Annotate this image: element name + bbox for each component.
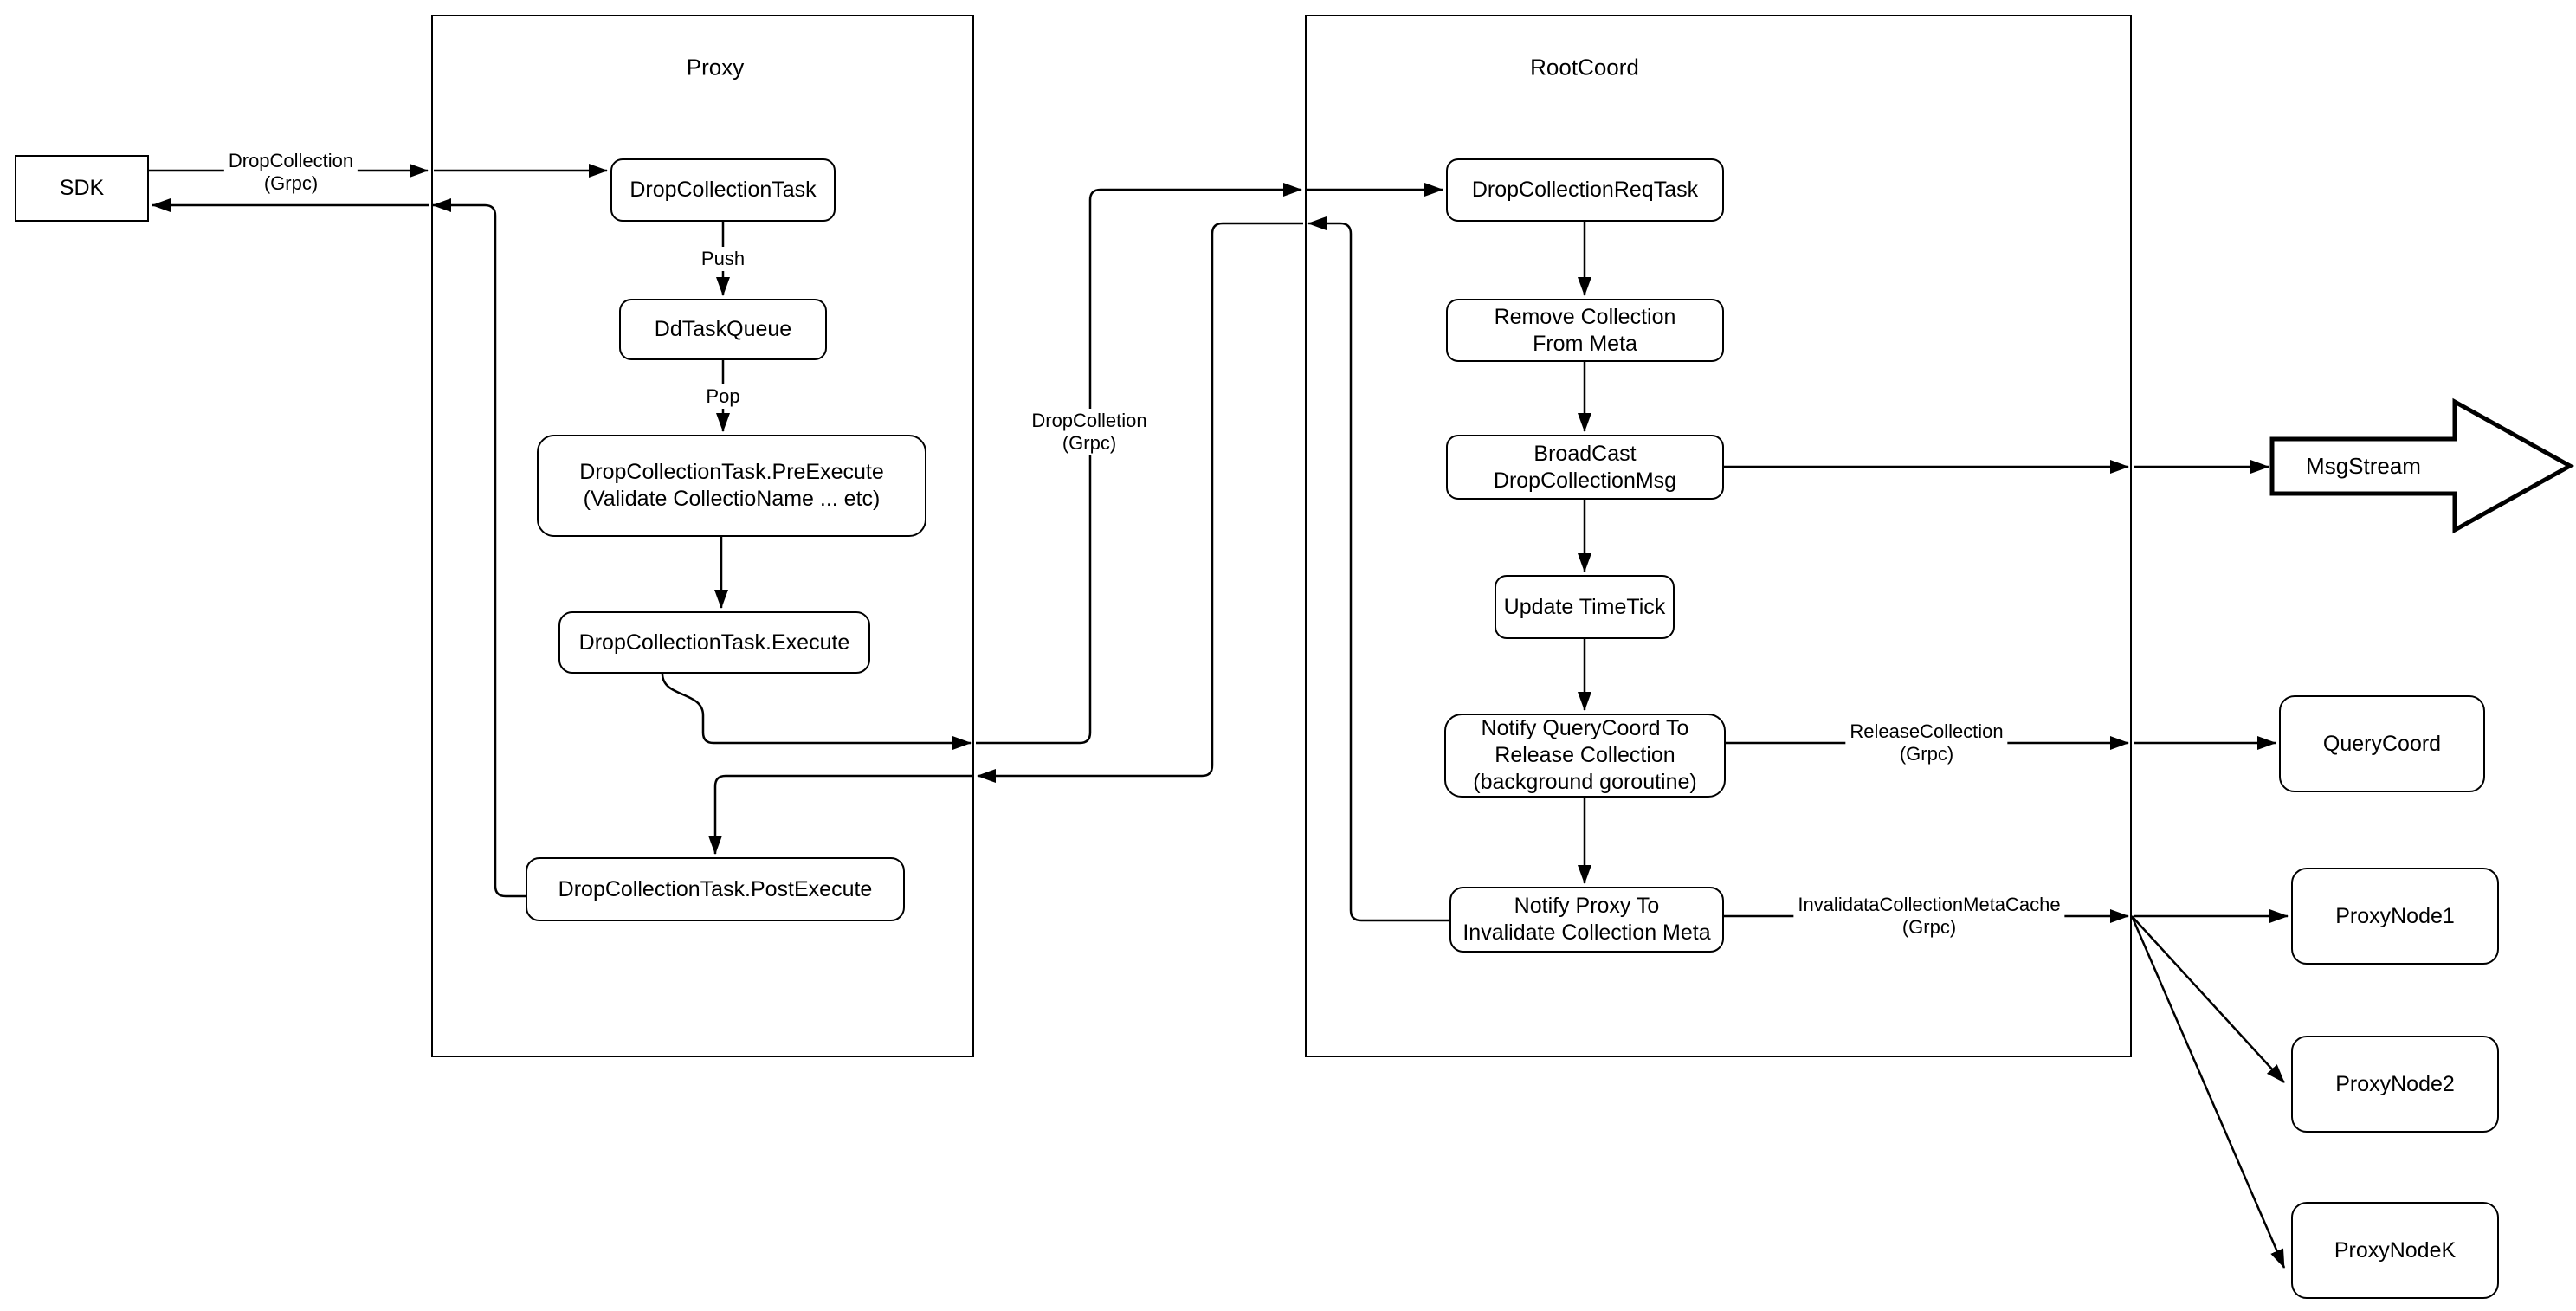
sdk-node: SDK <box>15 155 149 222</box>
rootcoord-title: RootCoord <box>1530 54 1639 81</box>
proxynode2-node: ProxyNode2 <box>2291 1036 2499 1133</box>
msgstream-arrow-label: MsgStream <box>2306 453 2421 479</box>
pre-execute-node: DropCollectionTask.PreExecute (Validate … <box>537 435 926 537</box>
edge-label-dropcolletion-grpc: DropColletion (Grpc) <box>1027 409 1152 455</box>
drop-collection-task-node: DropCollectionTask <box>610 158 836 222</box>
edge-channel-up-to-rootcoord-border <box>976 183 1302 745</box>
update-timetick-node: Update TimeTick <box>1495 575 1675 639</box>
broadcast-dropcollectionmsg-node: BroadCast DropCollectionMsg <box>1446 435 1724 500</box>
notify-querycoord-node: Notify QueryCoord To Release Collection … <box>1444 714 1726 798</box>
edge-return-to-proxy-border <box>977 222 1303 783</box>
querycoord-node: QueryCoord <box>2279 695 2485 792</box>
edge-return-to-postexecute <box>708 774 972 855</box>
remove-collection-from-meta-node: Remove Collection From Meta <box>1446 299 1724 362</box>
edge-execute-to-proxy-border <box>661 673 972 750</box>
proxy-title: Proxy <box>686 54 745 81</box>
edge-border-to-proxynodek <box>2130 915 2286 1269</box>
dd-task-queue-node: DdTaskQueue <box>619 299 827 360</box>
notify-proxy-node: Notify Proxy To Invalidate Collection Me… <box>1449 887 1724 953</box>
edge-label-push: Push <box>696 247 750 271</box>
proxynode1-node: ProxyNode1 <box>2291 868 2499 965</box>
drop-collection-req-task-node: DropCollectionReqTask <box>1446 158 1724 222</box>
edge-label-pop: Pop <box>701 384 745 409</box>
msgstream-arrow-shape <box>2269 397 2575 534</box>
edge-label-invalidatacollectionmetacache-grpc: InvalidataCollectionMetaCache (Grpc) <box>1793 893 2065 940</box>
edge-label-releasecollection-grpc: ReleaseCollection (Grpc) <box>1845 720 2008 766</box>
post-execute-node: DropCollectionTask.PostExecute <box>526 857 905 921</box>
proxy-container <box>431 15 974 1057</box>
edge-postexecute-to-proxy-border <box>432 198 526 898</box>
execute-node: DropCollectionTask.Execute <box>558 611 870 674</box>
edge-label-dropcollection-grpc: DropCollection (Grpc) <box>223 149 358 196</box>
rootcoord-container <box>1305 15 2132 1057</box>
edge-border-to-proxynode2 <box>2131 915 2285 1083</box>
edge-notifyproxy-return-to-border <box>1307 216 1449 922</box>
proxynodek-node: ProxyNodeK <box>2291 1202 2499 1299</box>
